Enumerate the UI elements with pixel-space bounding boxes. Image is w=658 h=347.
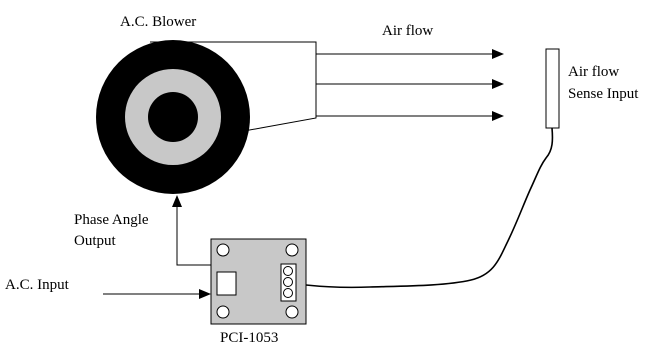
- phase-angle-output-line: [172, 195, 211, 266]
- mounting-hole-bottom-left: [216, 305, 230, 319]
- air-flow-sensor: [545, 48, 560, 129]
- terminal-pin-2: [283, 277, 293, 287]
- mounting-hole-top-right: [285, 243, 299, 257]
- phase-angle-label-line1: Phase Angle: [74, 212, 149, 228]
- mounting-hole-bottom-right: [285, 305, 299, 319]
- pci-1053-board: [210, 238, 307, 325]
- terminal-pin-1: [283, 266, 293, 276]
- blower-label: A.C. Blower: [120, 14, 196, 30]
- ac-input-label: A.C. Input: [5, 277, 70, 293]
- phase-angle-label-line2: Output: [74, 233, 117, 249]
- mounting-hole-top-left: [216, 243, 230, 257]
- sensor-cable: [305, 127, 554, 289]
- power-connector: [216, 271, 237, 296]
- sensor-label-line1: Air flow: [568, 64, 619, 80]
- terminal-pin-3: [283, 288, 293, 298]
- blower-hub: [148, 92, 198, 142]
- board-label: PCI-1053: [220, 330, 278, 346]
- air-flow-label: Air flow: [382, 23, 433, 39]
- sensor-label-line2: Sense Input: [568, 86, 639, 102]
